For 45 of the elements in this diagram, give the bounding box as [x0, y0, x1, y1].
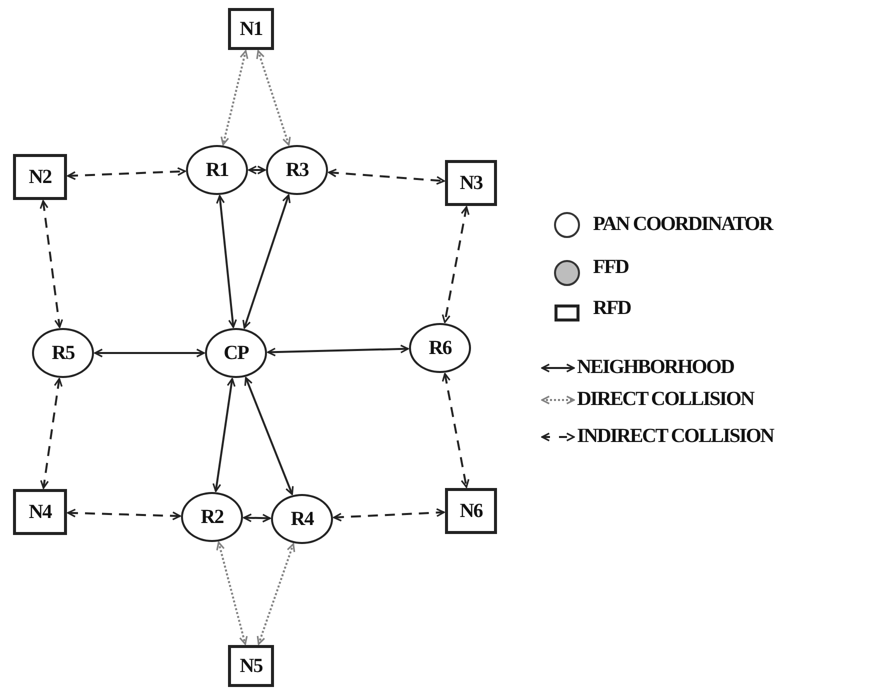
arrow [248, 166, 266, 174]
node-label: R2 [200, 506, 224, 528]
node-label: R1 [206, 158, 228, 182]
legend-label: DIRECT COLLISION [577, 388, 754, 411]
device-box [228, 645, 274, 687]
arrow [328, 168, 445, 185]
node-label: CP [224, 342, 248, 364]
legend-label: INDIRECT COLLISION [577, 425, 774, 448]
device-box [13, 489, 67, 535]
arrow [94, 348, 205, 358]
legend-label: FFD [593, 256, 628, 279]
device-box [445, 488, 497, 534]
arrow [267, 344, 409, 356]
node-label: R4 [290, 508, 314, 530]
node-label: N1 [240, 18, 262, 40]
node-label: N3 [460, 172, 482, 194]
arrow [242, 194, 291, 329]
arrow [216, 542, 248, 645]
arrow [333, 508, 445, 522]
arrow [67, 508, 181, 520]
device-box [13, 154, 67, 200]
node-label: N2 [28, 166, 52, 188]
arrow [220, 50, 248, 146]
arrow [256, 543, 296, 645]
arrow [442, 206, 470, 324]
node-label: N4 [28, 500, 52, 524]
device-box [228, 8, 274, 50]
device-box [445, 160, 497, 206]
node-label: R3 [286, 158, 308, 182]
arrow [244, 376, 294, 496]
legend-label: PAN COORDINATOR [593, 213, 772, 236]
arrow [67, 167, 186, 180]
node-label: N5 [240, 654, 262, 678]
arrow [40, 200, 64, 328]
arrow [40, 378, 63, 489]
legend-label: RFD [593, 297, 631, 320]
arrow [256, 50, 291, 146]
legend-label: NEIGHBORHOOD [577, 356, 734, 379]
node-label: N6 [460, 500, 482, 522]
node-label: R5 [52, 342, 74, 364]
arrow [442, 372, 470, 488]
arrow [243, 513, 271, 523]
node-label: R6 [428, 336, 452, 360]
arrow [212, 378, 236, 492]
arrow [216, 195, 237, 328]
